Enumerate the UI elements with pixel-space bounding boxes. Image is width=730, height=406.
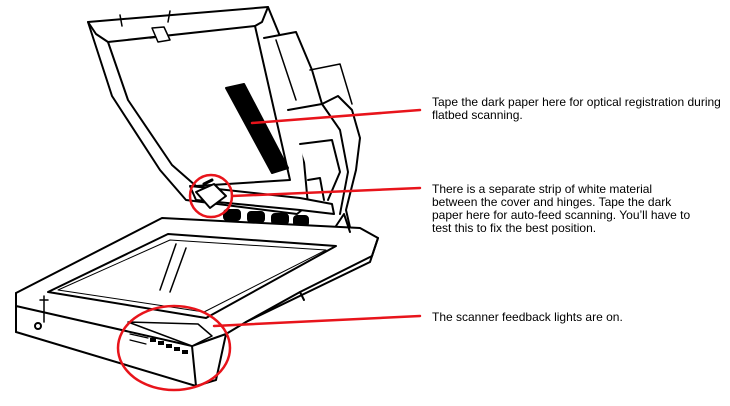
highlight-ellipse-lights [116, 304, 232, 392]
leader-line-registration [250, 108, 422, 125]
annotations [116, 108, 422, 392]
feedback-lights [150, 338, 188, 354]
leader-line-hinge [230, 186, 422, 198]
callout-hinge-strip: There is a separate strip of white mater… [432, 182, 691, 235]
leader-line-lights [212, 314, 422, 328]
callout-registration-strip: Tape the dark paper here for optical reg… [432, 95, 721, 122]
scanner-base [15, 217, 379, 387]
lid-frame [87, 6, 309, 215]
callout-feedback-lights: The scanner feedback lights are on. [432, 310, 623, 324]
dark-registration-strip [225, 83, 289, 174]
hinge-bar [189, 185, 335, 215]
control-panel [127, 321, 213, 347]
scanner-illustration [15, 6, 379, 387]
